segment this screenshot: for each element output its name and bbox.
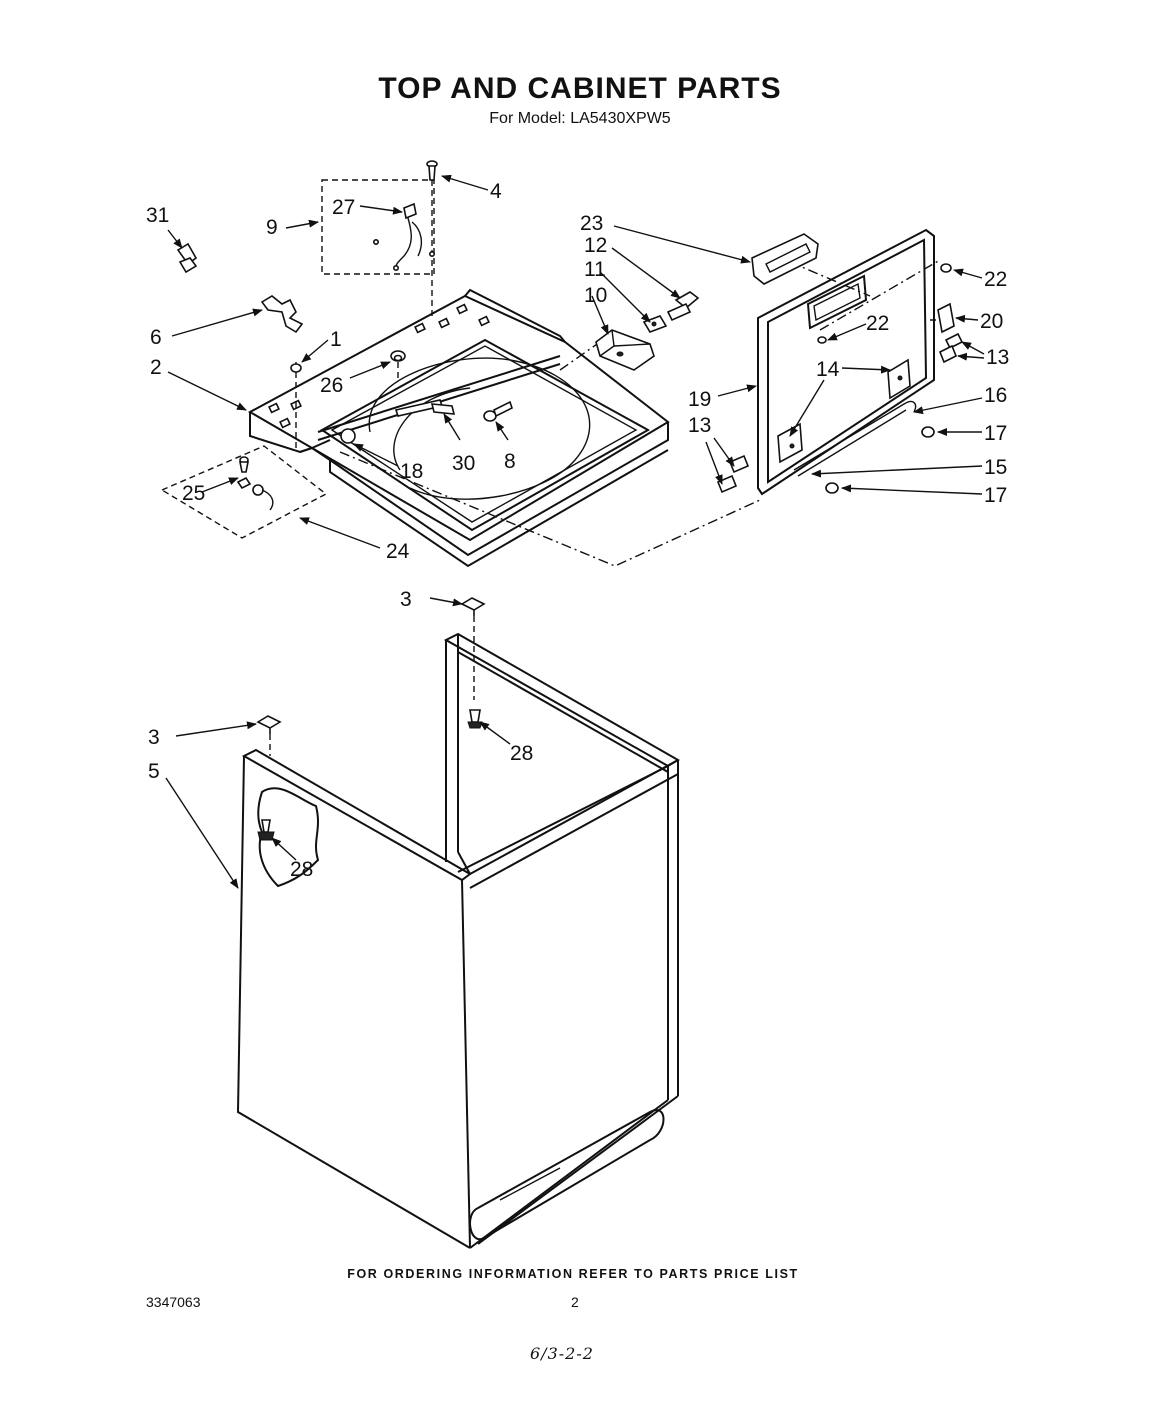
callout-28-front: 28 — [290, 858, 313, 881]
callout-13-right: 13 — [986, 346, 1009, 369]
callout-8: 8 — [504, 450, 516, 473]
washer-top-panel — [247, 288, 670, 568]
callout-leaders — [165, 174, 985, 889]
callout-18: 18 — [400, 460, 423, 483]
cabinet-screw-front — [257, 819, 275, 841]
callout-15: 15 — [984, 456, 1007, 479]
callout-5: 5 — [148, 760, 160, 783]
hinge-10 — [595, 329, 655, 371]
grommet-26 — [390, 350, 406, 362]
callout-10: 10 — [584, 284, 607, 307]
callout-1: 1 — [330, 328, 342, 351]
bumper-22-upper — [940, 263, 952, 273]
callout-23: 23 — [580, 212, 603, 235]
cabinet-clip-front — [256, 715, 282, 734]
callout-22-upper: 22 — [984, 268, 1007, 291]
callout-24: 24 — [386, 540, 410, 563]
callout-20: 20 — [980, 310, 1003, 333]
callout-14: 14 — [816, 358, 840, 381]
ordering-info-footer: FOR ORDERING INFORMATION REFER TO PARTS … — [347, 1267, 799, 1281]
bumper-17-upper — [921, 426, 935, 438]
hinge-12 — [666, 291, 700, 322]
bolt-8 — [483, 400, 513, 422]
switch-kit-box-24 — [160, 445, 328, 539]
bracket-6 — [260, 295, 304, 334]
spring-30 — [394, 399, 456, 417]
callout-27: 27 — [332, 196, 355, 219]
page-title: TOP AND CABINET PARTS — [378, 72, 782, 105]
cabinet-clip-rear — [460, 597, 486, 616]
callout-3-front: 3 — [148, 726, 160, 749]
callout-26: 26 — [320, 374, 343, 397]
part-20 — [937, 302, 955, 334]
lid-switch-kit-box — [321, 179, 435, 275]
callout-13-left: 13 — [688, 414, 711, 437]
lid-handle-23 — [751, 233, 819, 285]
callout-12: 12 — [584, 234, 607, 257]
assembly-lines — [269, 180, 950, 756]
callout-6: 6 — [150, 326, 162, 349]
bumper-22-lower — [817, 336, 827, 344]
callout-22-lower: 22 — [866, 312, 889, 335]
callout-3-rear: 3 — [400, 588, 412, 611]
callout-9: 9 — [266, 216, 278, 239]
callout-28-rear: 28 — [510, 742, 533, 765]
page-number: 2 — [571, 1294, 579, 1310]
clip-31 — [176, 242, 198, 274]
cabinet-body — [236, 632, 680, 1249]
handwritten-note: 6/3-2-2 — [530, 1344, 594, 1363]
callout-17-lower: 17 — [984, 484, 1007, 507]
model-subtitle: For Model: LA5430XPW5 — [489, 110, 671, 127]
document-number: 3347063 — [146, 1294, 201, 1310]
screws-13-left — [716, 454, 750, 494]
callout-19: 19 — [688, 388, 711, 411]
callout-17-upper: 17 — [984, 422, 1007, 445]
callout-30: 30 — [452, 452, 475, 475]
nut-1 — [290, 363, 302, 373]
callout-11: 11 — [584, 258, 606, 281]
callout-31: 31 — [146, 204, 169, 227]
screw-4 — [426, 160, 438, 181]
callout-16: 16 — [984, 384, 1007, 407]
bumper-17-lower — [825, 482, 839, 494]
cabinet-screw-rear — [467, 709, 483, 729]
callout-25: 25 — [182, 482, 205, 505]
callout-4: 4 — [490, 180, 502, 203]
screws-13-right — [938, 332, 964, 364]
callout-2: 2 — [150, 356, 162, 379]
